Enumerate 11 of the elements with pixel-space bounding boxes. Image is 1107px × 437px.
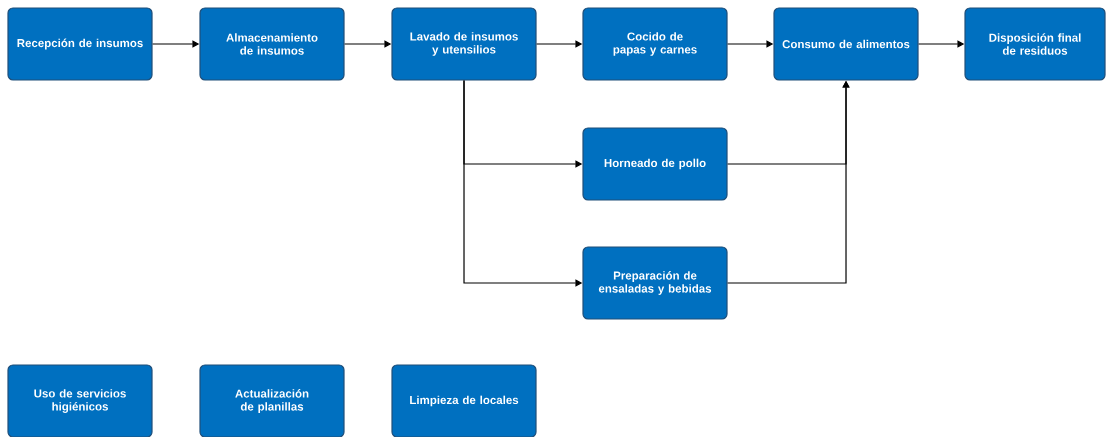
- process-box: Uso de servicios higiénicos: [7, 364, 153, 437]
- process-box: Actualización de planillas: [199, 364, 345, 437]
- process-box: Disposición final de residuos: [964, 7, 1106, 81]
- process-box: Horneado de pollo: [582, 127, 728, 201]
- process-box: Recepción de insumos: [7, 7, 153, 81]
- process-box: Preparación de ensaladas y bebidas: [582, 246, 728, 320]
- process-box: Consumo de alimentos: [773, 7, 919, 81]
- process-box: Almacenamiento de insumos: [199, 7, 345, 81]
- process-box: Cocido de papas y carnes: [582, 7, 728, 81]
- process-box: Limpieza de locales: [391, 364, 537, 437]
- process-box: Lavado de insumos y utensilios: [391, 7, 537, 81]
